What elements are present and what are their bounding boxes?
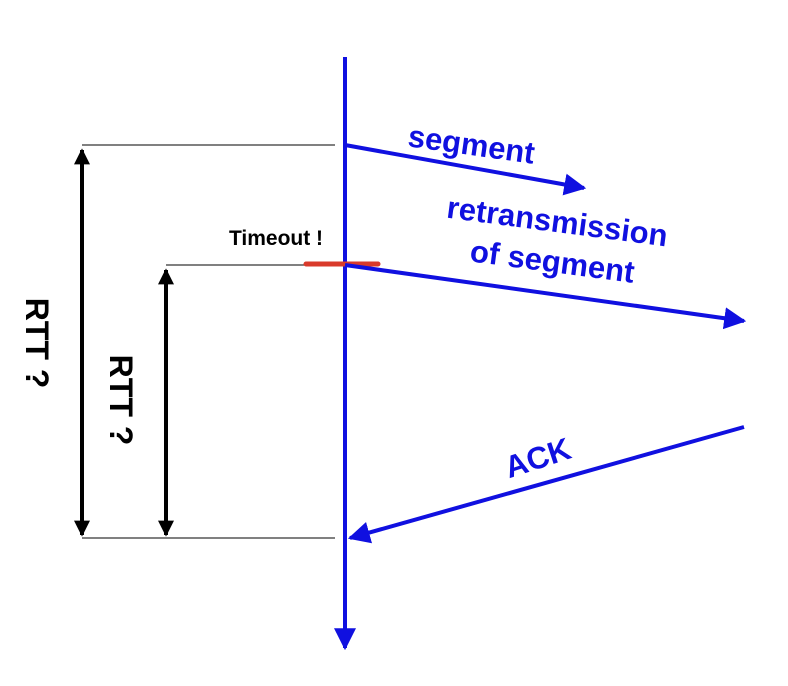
segment-label: segment bbox=[406, 118, 537, 170]
ack-arrow bbox=[347, 425, 745, 544]
rtt-outer-label: RTT ? bbox=[19, 298, 55, 389]
rtt-inner-label: RTT ? bbox=[103, 355, 139, 446]
segment-arrow bbox=[344, 143, 587, 196]
retransmission-arrow bbox=[344, 263, 747, 330]
timeout-label: Timeout ! bbox=[229, 227, 323, 250]
